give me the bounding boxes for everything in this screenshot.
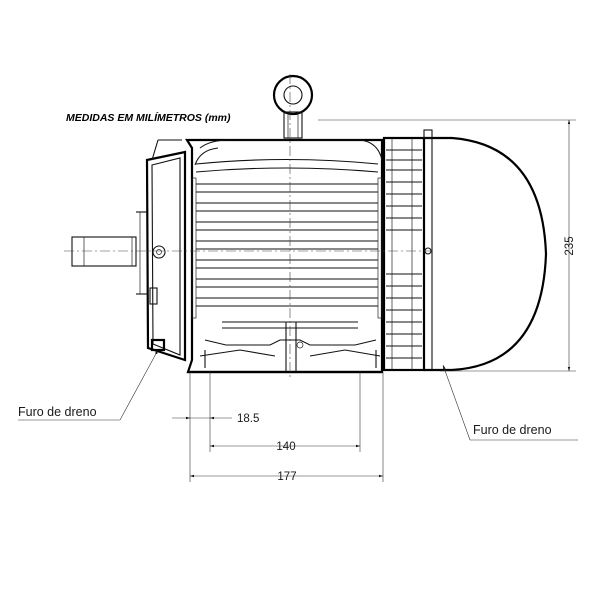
dimension-140-text: 140 <box>276 441 295 453</box>
front-end-shield <box>136 139 187 362</box>
lifting-eye-bolt <box>272 74 314 139</box>
drain-hole-label-left: Furo de dreno <box>18 405 97 419</box>
dimension-177: 177 <box>190 471 383 483</box>
drain-hole-callout-left: Furo de dreno <box>18 349 159 421</box>
motor-feet <box>188 322 382 374</box>
motor-shaft <box>71 236 137 267</box>
dimension-18-5: 18.5 <box>172 413 259 425</box>
height-dimension: 235 <box>318 119 576 372</box>
drawing-title: MEDIDAS EM MILÍMETROS (mm) <box>66 111 231 124</box>
dimension-140: 140 <box>210 441 360 453</box>
dimension-235: 235 <box>564 236 576 255</box>
motor-frame <box>185 138 384 374</box>
cooling-fins <box>191 158 383 329</box>
drain-hole-callout-right: Furo de dreno <box>442 364 578 441</box>
dimension-extension-lines <box>189 372 384 482</box>
fan-cover <box>382 129 548 372</box>
drain-hole-label-right: Furo de dreno <box>473 423 552 437</box>
dimension-18-5-text: 18.5 <box>237 413 259 425</box>
dimension-177-text: 177 <box>277 471 296 483</box>
